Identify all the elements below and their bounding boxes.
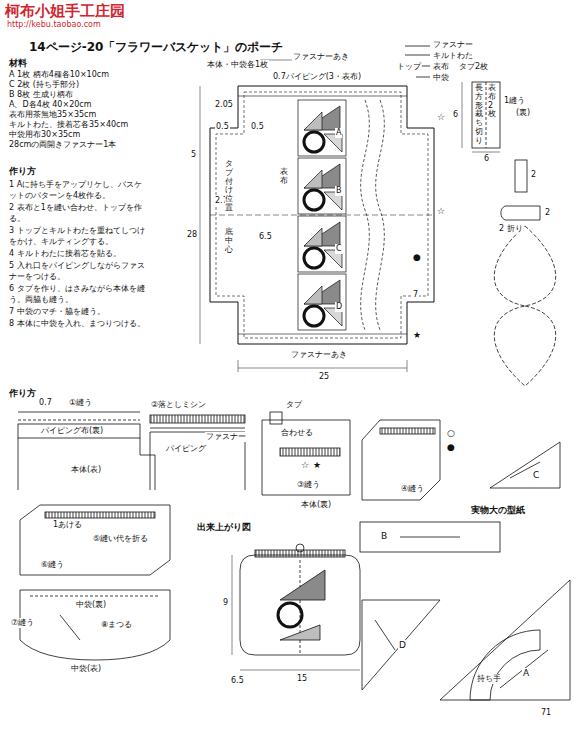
note-text: 3 トップとキルトわたを重ねてしつけをかけ、キルティングする。	[8, 226, 148, 248]
label: 6.5	[258, 232, 273, 242]
label: 中袋(表)	[70, 664, 102, 674]
vertical-label: 表布	[280, 168, 288, 186]
label: D	[398, 640, 407, 651]
label: 6	[483, 154, 490, 164]
label: 持ち手	[476, 674, 502, 684]
note-text: 5 入れ口をパイピングしながらファスナーをつける。	[8, 261, 148, 283]
label: 28cmの両開きファスナー1本	[8, 140, 117, 150]
label: ⑤縫い代を折る	[92, 534, 149, 544]
vertical-label: 長方形裁ち切り	[475, 84, 483, 146]
label: ☆	[300, 460, 310, 471]
label: 6.5	[230, 676, 245, 686]
label: D	[335, 302, 343, 312]
label: 柯布小姐手工庄园	[4, 2, 126, 20]
note-text: 1 Aに持ち手をアップリケし、バスケットのパターンを4枚作る。	[8, 180, 148, 202]
vertical-label: タブ付け位置	[225, 160, 233, 213]
label: ⑦縫う	[10, 618, 35, 628]
label: 本体(裏)	[300, 500, 332, 510]
label: 7	[412, 290, 419, 300]
label: ③縫う	[296, 480, 321, 490]
label: ○	[446, 428, 456, 439]
label: 中袋用布30×35cm	[8, 130, 81, 140]
label: 0.7パイピング(3・表布)	[272, 72, 362, 82]
label: 表布用茶無地35×35cm	[8, 110, 97, 120]
label: A 1枚 柄布4種各10×10cm	[8, 70, 110, 80]
label: ①縫う	[68, 398, 93, 408]
label: 2.05	[214, 100, 234, 110]
vertical-label: 底中心	[225, 228, 233, 254]
label: B	[380, 531, 388, 542]
label: ファスナーあき	[292, 52, 350, 62]
label: 作り方	[8, 166, 37, 177]
label: B	[335, 186, 343, 196]
label: キルトわた	[432, 51, 474, 61]
label: http://kebu.taobao.com	[6, 20, 102, 30]
label: 28	[186, 230, 198, 240]
label: 5	[190, 150, 197, 160]
label: 0.5	[215, 122, 230, 132]
label: A、D各4枚 40×20cm	[8, 100, 93, 110]
label: 本体・中袋各1枚	[206, 60, 269, 70]
label: パイピング布(裏)	[40, 426, 104, 436]
label: ファスナーあき	[290, 350, 348, 360]
label: 71	[540, 708, 552, 718]
label: A	[522, 668, 530, 679]
label: 1縫う	[503, 96, 526, 106]
label: ☆	[436, 206, 446, 217]
label: ●	[412, 252, 422, 263]
label: 中袋(裏)	[75, 600, 107, 610]
label: 2	[530, 170, 537, 180]
label: B 8枚 生成り柄布	[8, 90, 74, 100]
note-text: 8 本体に中袋を入れ、まつりつける。	[8, 319, 148, 330]
label: パイピング	[165, 444, 207, 454]
note-text: 2 表布と1を縫い合わせ、トップを作る。	[8, 203, 148, 225]
label: 25	[318, 372, 330, 382]
label: 2	[544, 208, 551, 218]
label: ●	[446, 442, 456, 453]
label: 中袋	[432, 73, 450, 83]
label: 0.5	[250, 122, 265, 132]
label: 出来上がり図	[196, 522, 252, 533]
label: C	[532, 470, 540, 481]
label: 材料	[8, 58, 28, 69]
label: ⑥縫う	[40, 560, 65, 570]
label: タブ	[285, 400, 303, 410]
label: 1あける	[52, 520, 83, 530]
label: キルトわた、接着芯各35×40cm	[8, 120, 129, 130]
label: 9	[222, 598, 229, 608]
label: 合わせる	[280, 428, 314, 438]
label: A	[335, 128, 342, 138]
title: 14ページ-20「フラワーバスケット」のポーチ	[28, 40, 284, 54]
label: 実物大の型紙	[470, 505, 526, 516]
label: ☆	[436, 112, 446, 123]
label: ⑧まつる	[100, 620, 133, 630]
label: C 2枚 (持ち手部分)	[8, 80, 80, 90]
vertical-label: 表布2枚	[488, 84, 496, 119]
note-text: 6 タブを作り、はさみながら本体を縫う。両脇も縫う。	[8, 284, 148, 306]
label: 2 折り	[498, 224, 524, 234]
label: ②落としミシン	[150, 400, 207, 410]
note-text: 4 キルトわたに接着芯を貼る。	[8, 249, 148, 260]
label: C	[335, 244, 343, 254]
label: 本体(表)	[70, 465, 102, 475]
label: ファスナー	[432, 40, 474, 50]
label: 作り方	[8, 388, 37, 399]
label: ★	[412, 330, 422, 341]
label: タブ2枚	[458, 62, 489, 72]
label: ファスナー	[205, 432, 247, 442]
note-text: 7 中袋のマチ・脇を縫う。	[8, 307, 148, 318]
label: ④縫う	[400, 484, 425, 494]
label: ★	[312, 460, 322, 471]
label: 15	[296, 674, 308, 684]
label: 表布	[432, 62, 450, 72]
label: 0.7	[38, 398, 53, 408]
label: トップ	[396, 62, 422, 72]
label: 6	[452, 110, 459, 120]
label: (裏)	[515, 108, 531, 118]
